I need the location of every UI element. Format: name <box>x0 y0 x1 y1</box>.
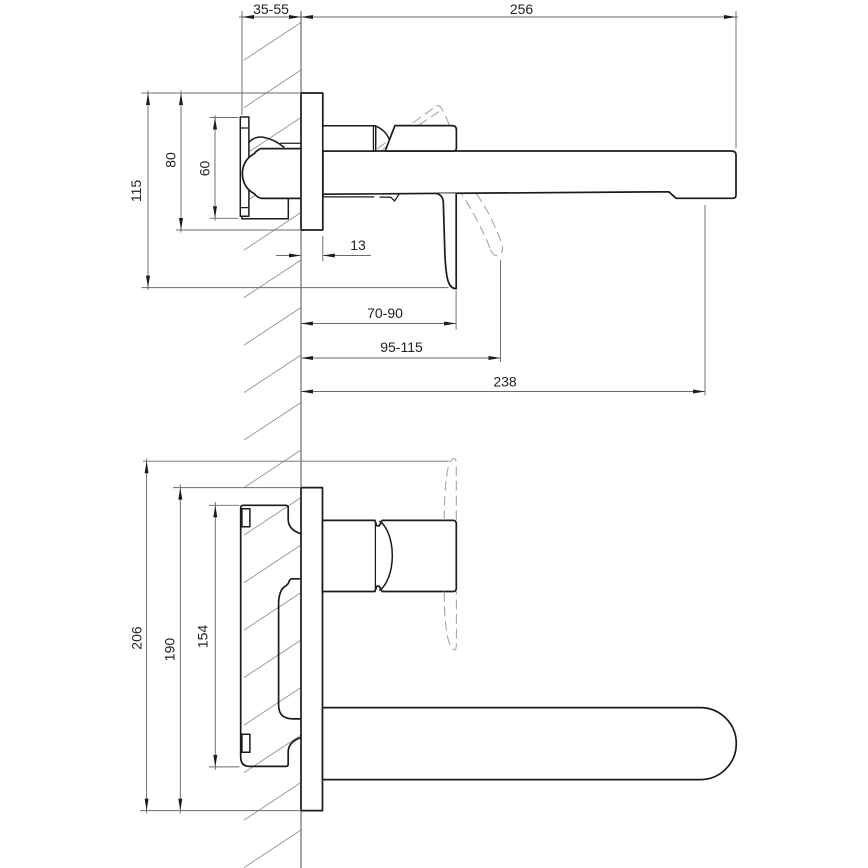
svg-text:35-55: 35-55 <box>253 1 289 17</box>
svg-text:80: 80 <box>163 152 179 168</box>
svg-text:206: 206 <box>129 626 145 650</box>
svg-text:238: 238 <box>493 374 517 390</box>
svg-text:70-90: 70-90 <box>367 305 403 321</box>
svg-text:115: 115 <box>128 180 144 203</box>
svg-text:60: 60 <box>197 161 213 177</box>
svg-text:256: 256 <box>510 1 534 17</box>
svg-text:13: 13 <box>350 237 366 253</box>
svg-text:190: 190 <box>162 638 178 662</box>
svg-text:95-115: 95-115 <box>380 339 423 355</box>
svg-text:154: 154 <box>195 625 211 649</box>
